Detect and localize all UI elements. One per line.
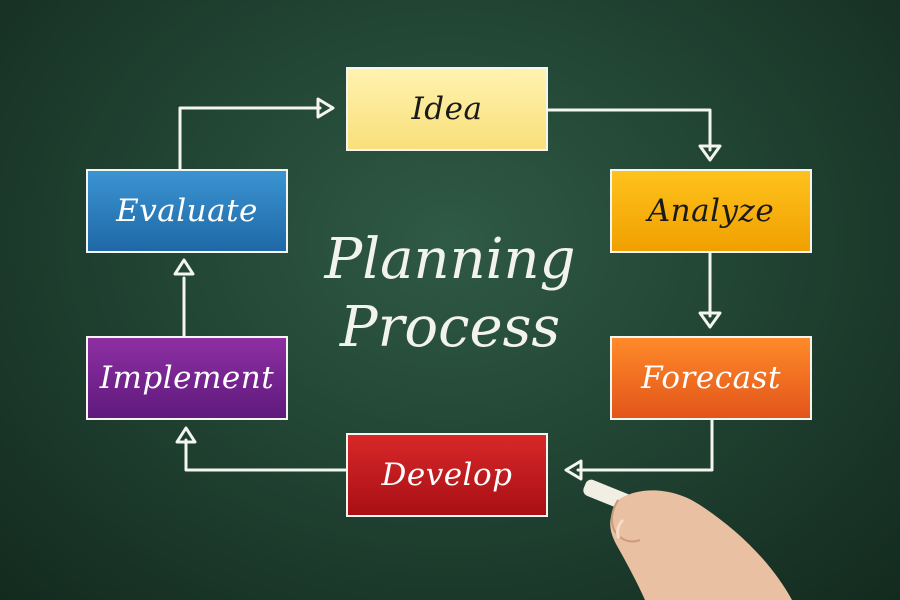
arrow-idea-to-analyze bbox=[546, 108, 712, 152]
arrowhead-idea bbox=[316, 97, 335, 119]
arrow-evaluate-to-idea bbox=[178, 106, 322, 171]
step-forecast: Forecast bbox=[610, 336, 812, 420]
arrow-develop-to-implement bbox=[184, 438, 348, 472]
step-idea: Idea bbox=[346, 67, 548, 151]
diagram-title-line-2: Process bbox=[339, 295, 561, 360]
arrow-forecast-to-develop bbox=[576, 418, 714, 472]
diagram-title-line-1: Planning bbox=[324, 227, 576, 292]
step-develop: Develop bbox=[346, 433, 548, 517]
step-analyze: Analyze bbox=[610, 169, 812, 253]
arrowhead-develop bbox=[564, 459, 583, 481]
step-implement: Implement bbox=[86, 336, 288, 420]
arrowhead-forecast bbox=[698, 311, 722, 329]
hand-with-chalk-illustration bbox=[583, 479, 792, 600]
arrowhead-evaluate bbox=[173, 258, 195, 276]
arrowhead-implement bbox=[175, 426, 197, 444]
step-evaluate: Evaluate bbox=[86, 169, 288, 253]
arrowhead-analyze bbox=[698, 144, 722, 162]
